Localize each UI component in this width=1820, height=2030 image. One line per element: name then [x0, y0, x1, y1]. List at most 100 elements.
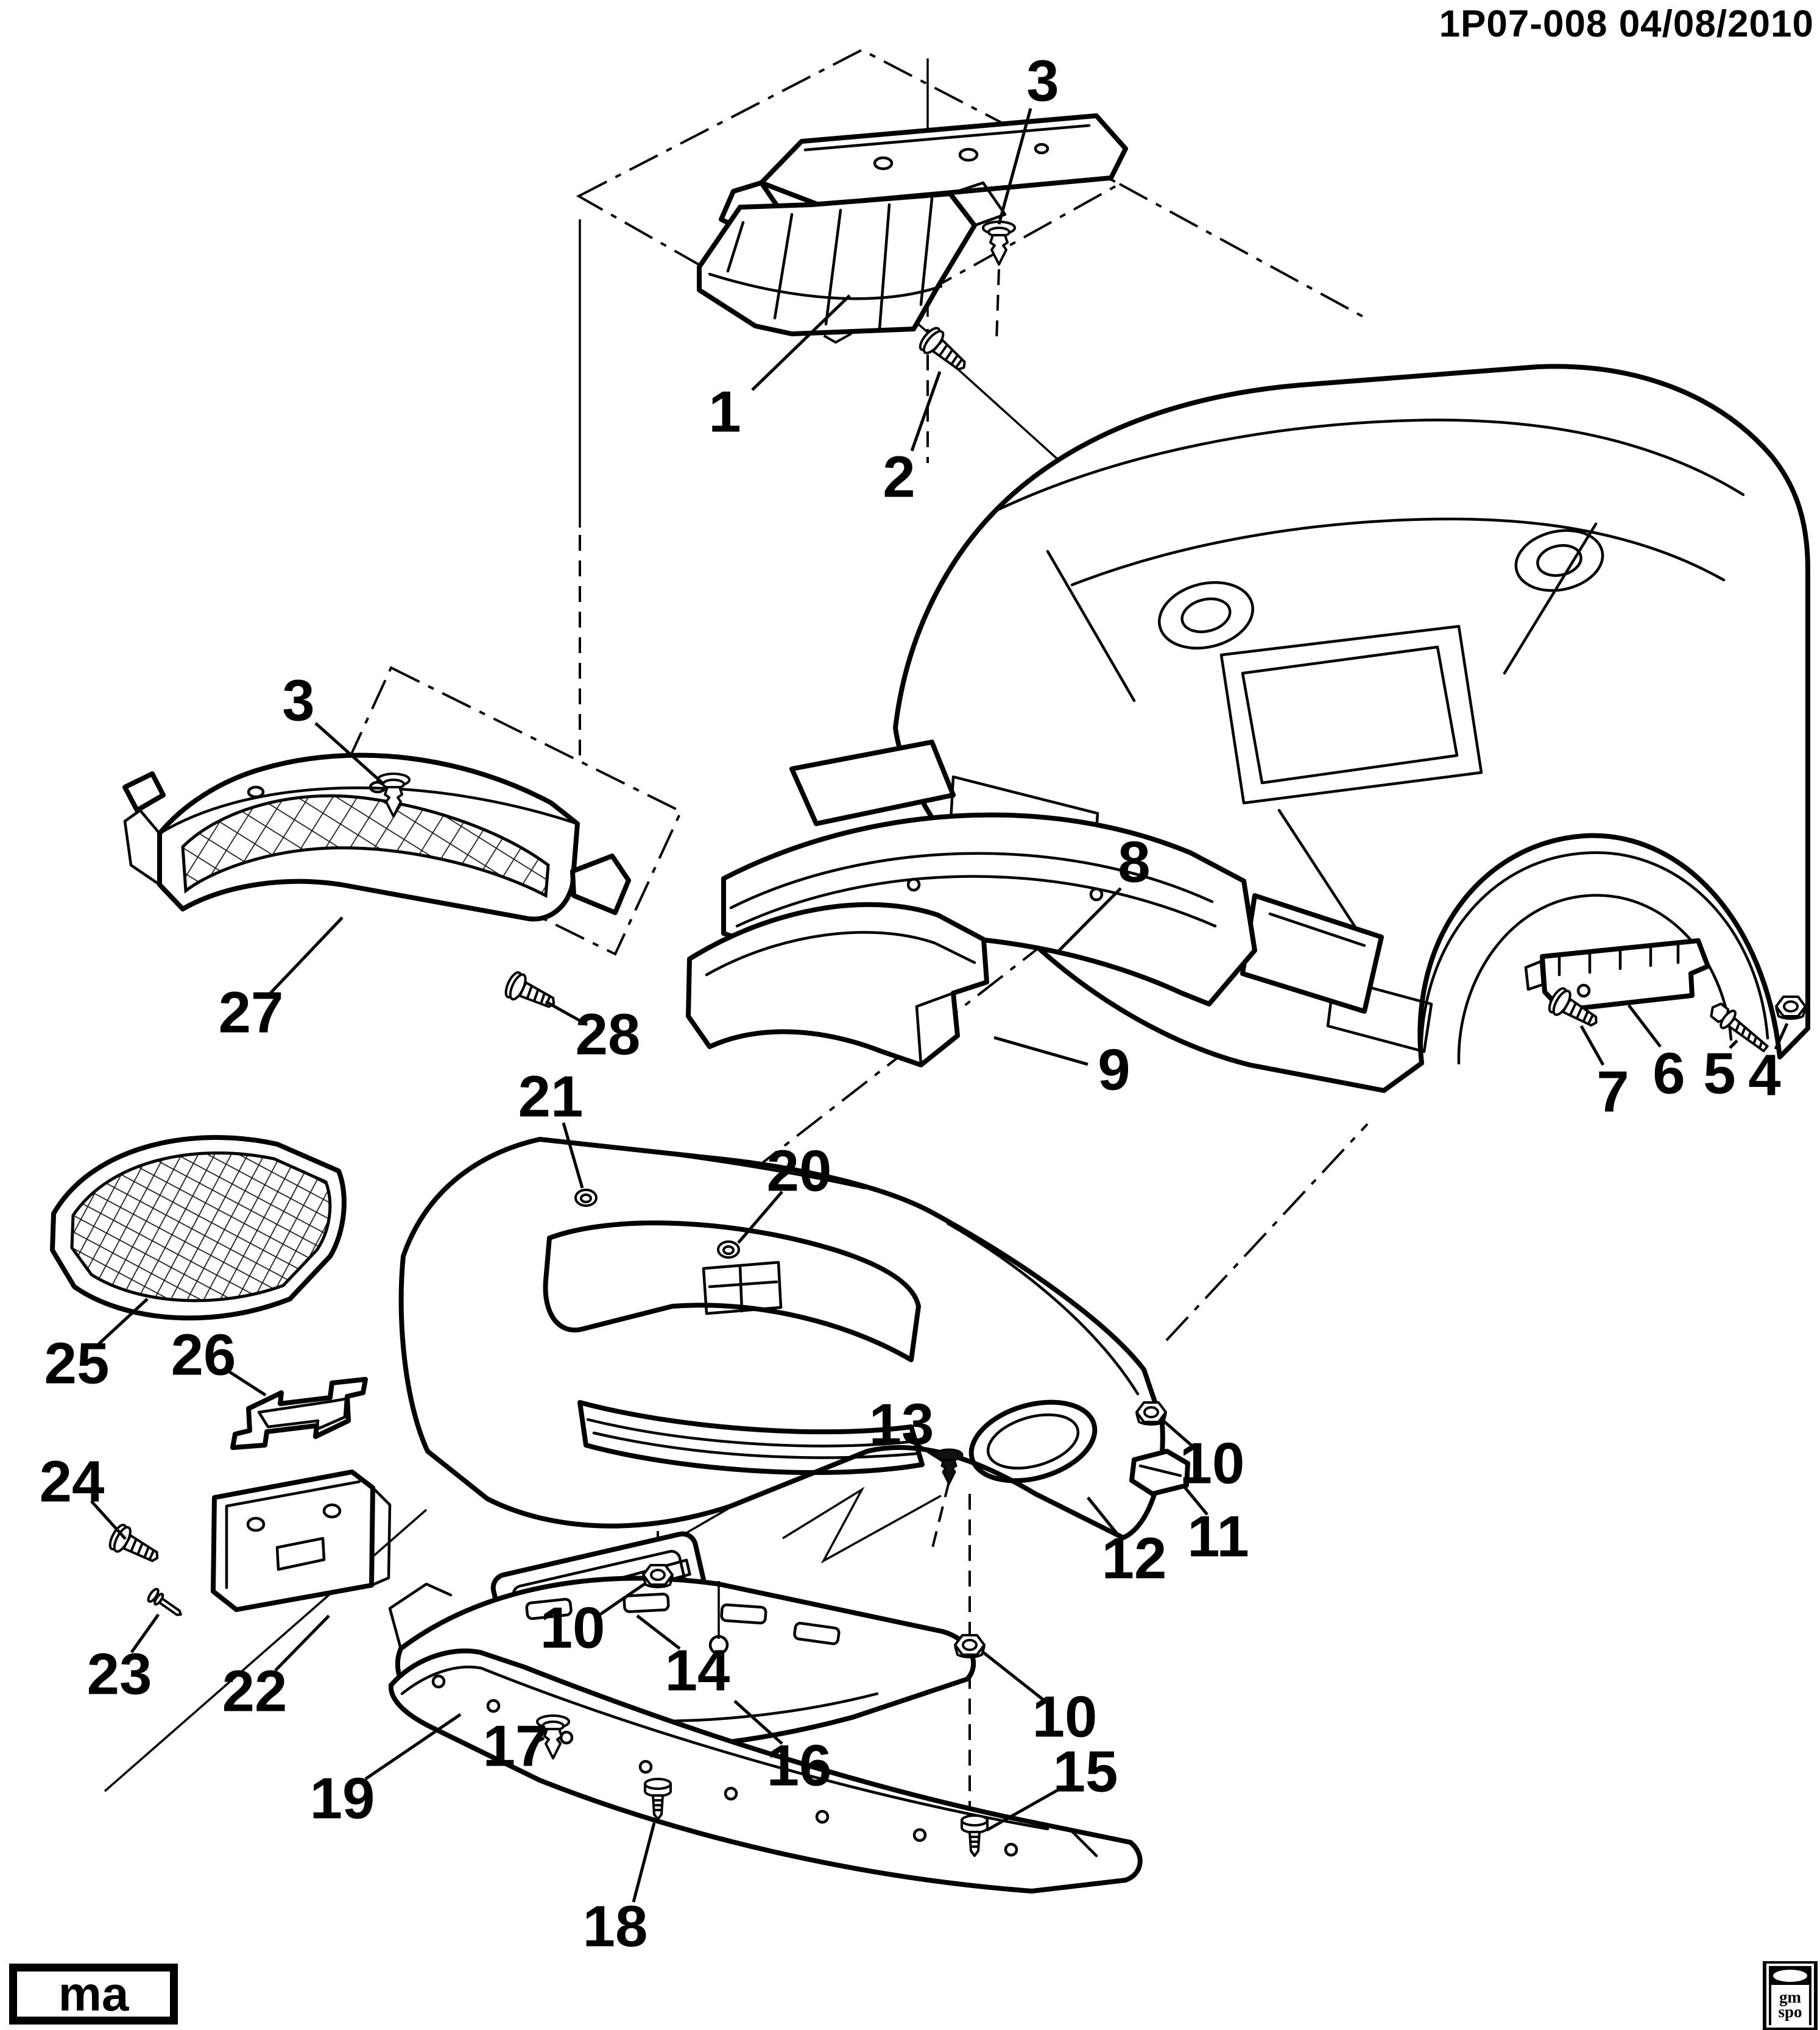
callout-leader-line [599, 1582, 646, 1616]
callout-17: 17 [483, 1714, 548, 1779]
callout-leader-line [97, 1298, 149, 1345]
gm-logo-bottom: spo [1778, 2003, 1802, 2021]
push-pin-icon [934, 1448, 964, 1487]
callout-leader-line [636, 1614, 681, 1650]
callout-leader-line [130, 1613, 160, 1653]
callout-25: 25 [44, 1298, 149, 1396]
callout-number: 2 [883, 445, 915, 510]
callout-number: 12 [1102, 1526, 1167, 1591]
callout-number: 11 [1187, 1504, 1249, 1569]
callout-8: 8 [1057, 830, 1151, 953]
callout-27: 27 [219, 916, 344, 1045]
callout-leader-line [1057, 887, 1122, 953]
screw-icon [108, 1524, 159, 1562]
callout-leader-line [1162, 1420, 1194, 1448]
callout-number: 9 [1098, 1038, 1130, 1103]
nut-icon [954, 1634, 986, 1658]
push-clip-icon [376, 773, 411, 818]
callout-number: 10 [1180, 1431, 1245, 1496]
callout-number: 20 [767, 1139, 832, 1204]
callout-leader-line [314, 722, 385, 785]
callout-number: 25 [44, 1331, 110, 1396]
callout-number: 24 [40, 1449, 105, 1515]
callout-2: 2 [883, 371, 942, 510]
callout-19: 19 [310, 1713, 462, 1831]
callout-leader-line [1774, 1022, 1789, 1050]
callout-15: 15 [986, 1739, 1118, 1832]
callout-number: 7 [1596, 1059, 1629, 1125]
callout-number: 13 [869, 1392, 934, 1457]
callout-10: 10 [1162, 1420, 1245, 1496]
callout-leader-line [1183, 1485, 1208, 1516]
gm-logo-top: gm [1779, 1988, 1801, 2007]
part-12-front-fascia [398, 1137, 1165, 1540]
dome-screw-icon [574, 1189, 598, 1207]
callout-number: 26 [171, 1323, 236, 1388]
callout-number: 23 [87, 1642, 152, 1707]
nut-icon [642, 1564, 674, 1588]
ma-badge: ma [9, 1964, 178, 2025]
callout-4: 4 [1748, 1022, 1789, 1108]
part-26-emblem [230, 1377, 368, 1450]
part-11-tow-hook-cover [1129, 1449, 1190, 1496]
push-clip-icon [536, 1714, 570, 1759]
callout-10: 10 [540, 1582, 646, 1661]
callout-number: 10 [1032, 1685, 1098, 1750]
callout-7: 7 [1579, 1025, 1629, 1125]
callout-number: 19 [310, 1766, 375, 1831]
part-8-impact-bar [721, 740, 1384, 1014]
callout-number: 10 [540, 1596, 605, 1661]
callout-23: 23 [87, 1613, 160, 1707]
callout-leader-line [364, 1713, 462, 1781]
callout-leader-line [733, 1700, 783, 1745]
callout-28: 28 [545, 1000, 640, 1067]
callout-number: 21 [518, 1064, 584, 1130]
callout-number: 3 [1026, 49, 1059, 114]
part-19-air-dam [388, 1648, 1143, 1894]
part-25-lower-grille [50, 1135, 347, 1321]
document-code: 1P07-008 04/08/2010 [1439, 3, 1814, 45]
screw-icon [644, 1778, 672, 1820]
callout-leader-line [274, 1614, 330, 1672]
callout-18: 18 [583, 1822, 656, 1959]
callout-number: 6 [1652, 1041, 1685, 1106]
callout-leader-line [737, 1190, 783, 1244]
gm-oval-icon [1773, 1970, 1807, 1982]
part-9-energy-absorber [686, 902, 989, 1067]
dome-screw-icon [717, 1240, 740, 1259]
callout-13: 13 [869, 1392, 944, 1463]
callout-leader-line [751, 294, 851, 391]
callout-12: 12 [1087, 1496, 1167, 1591]
callout-number: 5 [1703, 1041, 1735, 1106]
callout-number: 8 [1118, 830, 1150, 895]
callout-16: 16 [733, 1700, 831, 1798]
callout-22: 22 [222, 1614, 330, 1724]
callout-6: 6 [1628, 1004, 1685, 1106]
screw-icon [504, 971, 556, 1008]
callout-leader-line [562, 1122, 584, 1189]
callout-leader-line [982, 1651, 1045, 1701]
part-22-license-plate-bracket [211, 1469, 392, 1612]
callout-3: 3 [282, 668, 385, 785]
callout-leader-line [545, 1000, 588, 1027]
callout-number: 4 [1748, 1043, 1780, 1108]
callout-number: 3 [282, 668, 314, 734]
ma-badge-label: ma [58, 1967, 129, 2021]
callout-number: 27 [219, 980, 284, 1045]
nut-icon [1775, 996, 1807, 1020]
callout-leader-line [986, 1786, 1063, 1832]
callout-leader-line [269, 916, 344, 994]
callout-leader-line [915, 1442, 944, 1463]
callout-number: 14 [665, 1638, 730, 1703]
callout-14: 14 [636, 1614, 730, 1703]
fasteners [108, 221, 1807, 1857]
callout-number: 22 [222, 1659, 287, 1724]
callout-leader-line [1087, 1496, 1120, 1537]
callout-3: 3 [997, 49, 1059, 225]
callout-number: 18 [583, 1894, 648, 1959]
callout-leader-line [1628, 1004, 1662, 1048]
callout-11: 11 [1183, 1485, 1249, 1569]
callout-5: 5 [1703, 1039, 1738, 1106]
screw-icon [919, 327, 966, 371]
callout-leader-line [993, 1036, 1088, 1066]
